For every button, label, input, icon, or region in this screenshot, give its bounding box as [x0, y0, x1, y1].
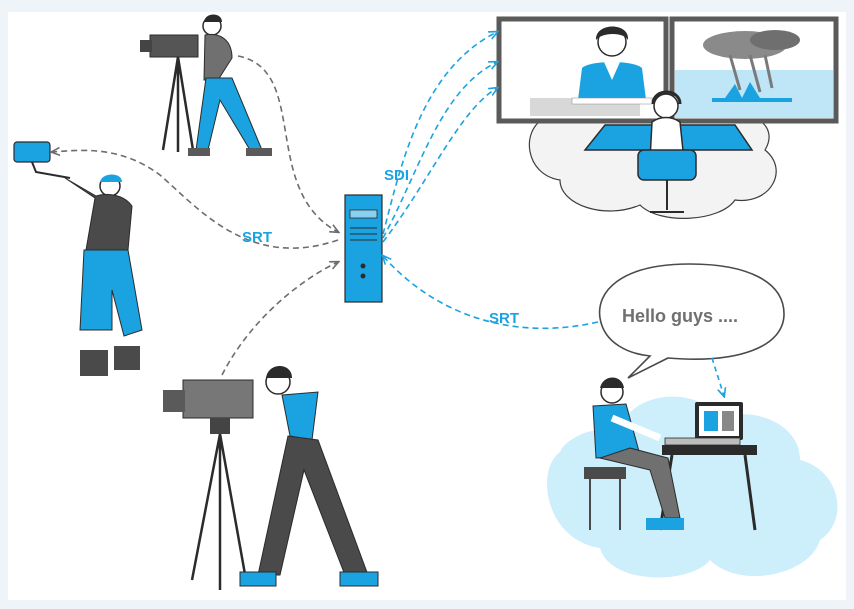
arrow-sdi-to-monitor-3 [382, 88, 497, 243]
arrow-sdi-to-monitor-1 [382, 32, 497, 235]
camera-operator-bottom [163, 366, 379, 590]
speech-text: Hello guys .... [622, 306, 738, 326]
label-srt-left: SRT [242, 229, 272, 246]
label-srt-right: SRT [489, 310, 519, 327]
flow-arrows [52, 32, 724, 396]
arrow-bubble-to-laptop [711, 357, 724, 396]
viewer-at-laptop [584, 377, 757, 531]
arrow-sdi-to-monitor-2 [382, 62, 497, 239]
arrow-camera-top-to-server [237, 55, 338, 232]
studio-operator [583, 90, 754, 213]
mobile-shooter [13, 141, 143, 376]
camera-operator-top [140, 14, 272, 156]
arrow-viewer-to-server [383, 256, 599, 330]
encoder-server [344, 194, 383, 303]
news-anchor-monitor [496, 16, 669, 124]
weather-report-monitor [669, 16, 839, 124]
arrow-phone-to-server [52, 150, 339, 249]
arrow-camera-bottom-to-server [221, 262, 338, 376]
label-sdi: SDI [384, 167, 409, 184]
speech-bubble [598, 263, 785, 379]
